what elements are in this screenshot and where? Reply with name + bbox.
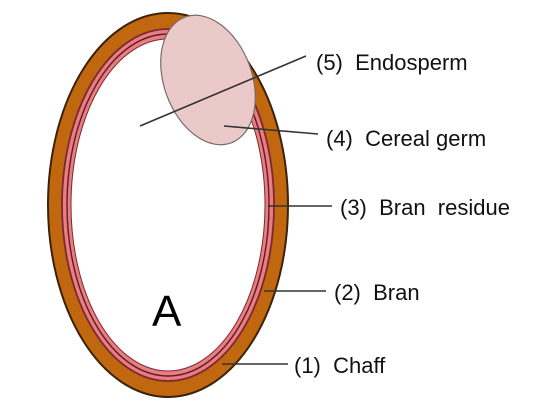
label-bran: (2) Bran (334, 280, 420, 305)
cereal-germ (160, 14, 256, 146)
label-cereal-germ: (4) Cereal germ (326, 126, 486, 151)
leader-germ (223, 125, 319, 135)
label-chaff: (1) Chaff (294, 353, 386, 378)
panel-letter: A (152, 287, 182, 336)
label-bran-residue: (3) Bran residue (340, 195, 510, 220)
leader-endosperm (139, 55, 307, 127)
label-endosperm: (5) Endosperm (316, 50, 468, 75)
